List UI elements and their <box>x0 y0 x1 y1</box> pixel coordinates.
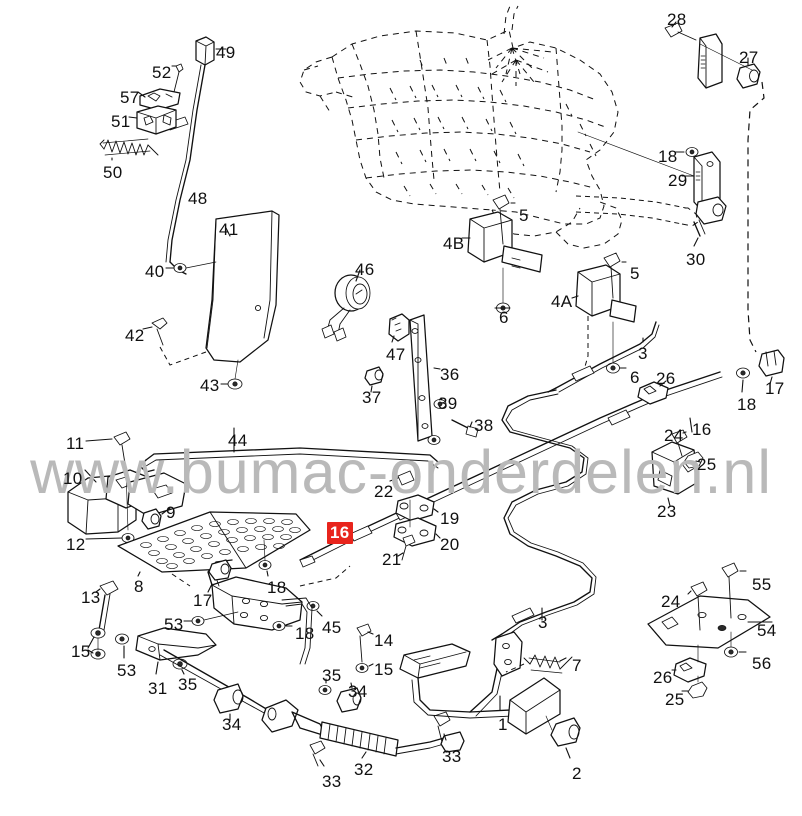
callout-18[interactable]: 18 <box>658 147 678 166</box>
callout-10[interactable]: 10 <box>63 469 83 488</box>
callout-45[interactable]: 45 <box>322 618 342 637</box>
callout-54[interactable]: 54 <box>757 621 777 640</box>
callout-1[interactable]: 1 <box>498 715 508 734</box>
lower-right-plate-assembly <box>647 562 773 699</box>
callout-37[interactable]: 37 <box>362 388 382 407</box>
callout-7[interactable]: 7 <box>572 656 582 675</box>
callout-49[interactable]: 49 <box>216 43 236 62</box>
callout-18[interactable]: 18 <box>295 624 315 643</box>
throttle-rod-assembly <box>99 36 227 275</box>
callout-9[interactable]: 9 <box>166 503 176 522</box>
callout-6[interactable]: 6 <box>630 368 640 387</box>
callout-33[interactable]: 33 <box>322 772 342 791</box>
callout-56[interactable]: 56 <box>752 654 772 673</box>
left-bracket-assembly <box>67 431 187 543</box>
long-rod-44 <box>139 427 439 473</box>
callout-27[interactable]: 27 <box>739 48 759 67</box>
callout-46[interactable]: 46 <box>355 260 375 279</box>
callout-30[interactable]: 30 <box>686 250 706 269</box>
callout-57[interactable]: 57 <box>120 88 140 107</box>
callout-42[interactable]: 42 <box>125 326 145 345</box>
callout-16[interactable]: 16 <box>692 420 712 439</box>
callout-35[interactable]: 35 <box>322 666 342 685</box>
callout-34[interactable]: 34 <box>222 715 242 734</box>
callout-41[interactable]: 41 <box>219 220 239 239</box>
callout-28[interactable]: 28 <box>667 10 687 29</box>
control-cable-16 <box>299 349 785 568</box>
callout-40[interactable]: 40 <box>145 262 165 281</box>
callout-36[interactable]: 36 <box>440 365 460 384</box>
callout-8[interactable]: 8 <box>134 577 144 596</box>
callout-4A[interactable]: 4A <box>551 292 573 311</box>
callout-16-highlighted[interactable]: 16 <box>327 522 353 544</box>
mount-brackets-4a-4b <box>461 194 660 393</box>
heat-shield-41 <box>142 210 280 390</box>
callout-21[interactable]: 21 <box>382 550 402 569</box>
callout-34[interactable]: 34 <box>348 682 368 701</box>
callout-35[interactable]: 35 <box>178 675 198 694</box>
callout-3[interactable]: 3 <box>638 344 648 363</box>
callout-51[interactable]: 51 <box>111 112 131 131</box>
callout-33[interactable]: 33 <box>442 747 462 766</box>
callout-38[interactable]: 38 <box>474 416 494 435</box>
callout-15[interactable]: 15 <box>374 660 394 679</box>
callout-53[interactable]: 53 <box>164 615 184 634</box>
callout-14[interactable]: 14 <box>374 631 394 650</box>
callout-19[interactable]: 19 <box>440 509 460 528</box>
callout-15[interactable]: 15 <box>71 642 91 661</box>
mid-right-clamp-bracket <box>637 380 704 507</box>
callout-26[interactable]: 26 <box>656 369 676 388</box>
footrest-plate-8 <box>117 511 311 577</box>
callout-31[interactable]: 31 <box>148 679 168 698</box>
callout-12[interactable]: 12 <box>66 535 86 554</box>
pedal-arm-bracket <box>171 539 374 713</box>
callout-23[interactable]: 23 <box>657 502 677 521</box>
callout-26[interactable]: 26 <box>653 668 673 687</box>
callout-18[interactable]: 18 <box>267 578 287 597</box>
callout-39[interactable]: 39 <box>438 394 458 413</box>
callout-47[interactable]: 47 <box>386 345 406 364</box>
callout-24[interactable]: 24 <box>661 592 681 611</box>
callout-4B[interactable]: 4B <box>443 234 465 253</box>
callout-48[interactable]: 48 <box>188 189 208 208</box>
callout-43[interactable]: 43 <box>200 376 220 395</box>
callout-29[interactable]: 29 <box>668 171 688 190</box>
lower-left-linkage <box>87 580 465 767</box>
callout-17[interactable]: 17 <box>193 591 213 610</box>
callout-32[interactable]: 32 <box>354 760 374 779</box>
callout-5[interactable]: 5 <box>519 206 529 225</box>
callout-52[interactable]: 52 <box>152 63 172 82</box>
callout-5[interactable]: 5 <box>630 264 640 283</box>
callout-25[interactable]: 25 <box>665 690 685 709</box>
callout-55[interactable]: 55 <box>752 575 772 594</box>
callout-18[interactable]: 18 <box>737 395 757 414</box>
pulley-and-bracket <box>321 269 479 445</box>
callout-13[interactable]: 13 <box>81 588 101 607</box>
callout-2[interactable]: 2 <box>572 764 582 783</box>
upper-right-linkage <box>577 21 765 353</box>
callout-17[interactable]: 17 <box>765 379 785 398</box>
brake-pedal-assembly <box>399 631 581 759</box>
callout-50[interactable]: 50 <box>103 163 123 182</box>
brake-cable-3 <box>491 389 597 641</box>
callout-3[interactable]: 3 <box>538 613 548 632</box>
callout-20[interactable]: 20 <box>440 535 460 554</box>
callout-6[interactable]: 6 <box>499 308 509 327</box>
callout-22[interactable]: 22 <box>374 482 394 501</box>
callout-53[interactable]: 53 <box>117 661 137 680</box>
engine-phantom-outline <box>299 5 699 249</box>
callout-11[interactable]: 11 <box>66 434 85 453</box>
callout-44[interactable]: 44 <box>228 431 248 450</box>
callout-25[interactable]: 25 <box>697 455 717 474</box>
callout-24[interactable]: 24 <box>664 426 684 445</box>
